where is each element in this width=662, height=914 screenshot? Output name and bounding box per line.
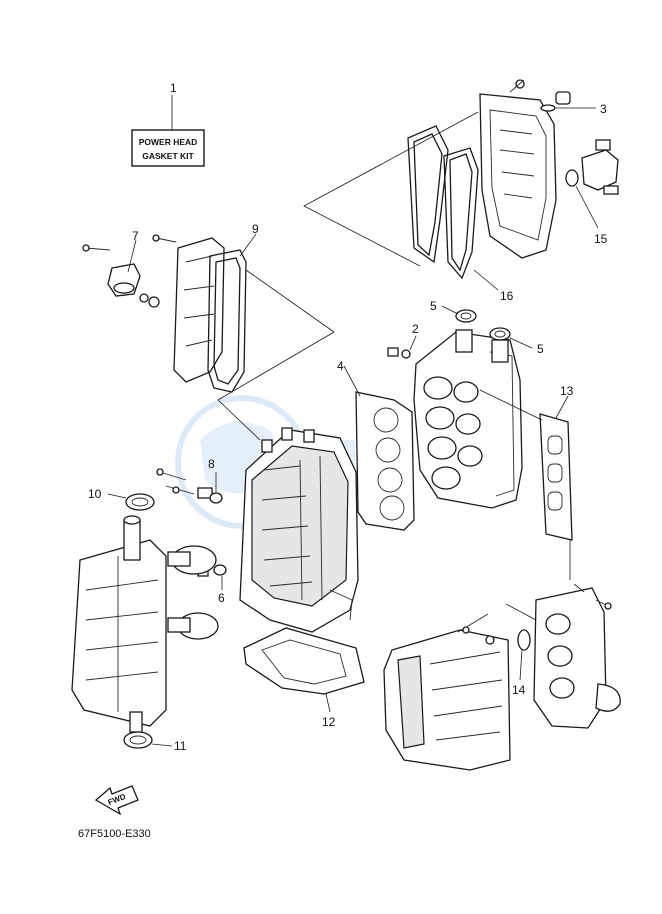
fwd-arrow-icon: FWD [94, 785, 139, 816]
sensor-8 [156, 468, 223, 504]
callout-4: 4 [337, 359, 344, 373]
seal-5a [441, 305, 477, 323]
callout-10: 10 [88, 487, 102, 501]
crankshaft-assembly [71, 493, 219, 749]
exhaust-gasket-13 [539, 395, 573, 541]
valve-fitting-7 [82, 234, 177, 308]
callout-5b: 5 [537, 342, 544, 356]
callout-11: 11 [174, 739, 187, 753]
side-cover-9 [173, 233, 257, 393]
thermostat-assembly-15 [565, 139, 619, 229]
oil-seal-10 [107, 493, 155, 511]
kit-label-line1: POWER HEAD [139, 137, 198, 147]
callout-12: 12 [322, 715, 336, 729]
kit-label-line2: GASKET KIT [142, 151, 194, 161]
callout-3: 3 [600, 102, 607, 116]
gasket-kit-label: POWER HEAD GASKET KIT [131, 95, 205, 167]
callout-14: 14 [512, 683, 526, 697]
o-ring-14 [517, 629, 531, 681]
exhaust-cover [479, 79, 596, 259]
diagram-code: 67F5100-E330 [78, 828, 151, 840]
callout-7: 7 [132, 229, 139, 243]
seal-5b [489, 327, 533, 349]
callout-16: 16 [500, 289, 514, 303]
callout-6: 6 [218, 591, 225, 605]
bolt-2 [387, 335, 417, 359]
exhaust-manifold [505, 583, 621, 729]
callout-9: 9 [252, 222, 259, 236]
callout-2: 2 [412, 322, 419, 336]
head-gasket-4 [343, 365, 415, 531]
exhaust-cover-gasket-16 [407, 125, 499, 291]
cylinder-block [217, 399, 359, 633]
intake-silencer [383, 613, 511, 771]
callout-5a: 5 [430, 299, 437, 313]
oil-seal-11 [123, 731, 173, 749]
callout-8: 8 [208, 457, 215, 471]
cylinder-head [387, 305, 533, 509]
callout-13: 13 [560, 384, 574, 398]
base-gasket-12 [243, 627, 365, 713]
callout-1: 1 [170, 81, 177, 95]
callout-15: 15 [594, 232, 608, 246]
